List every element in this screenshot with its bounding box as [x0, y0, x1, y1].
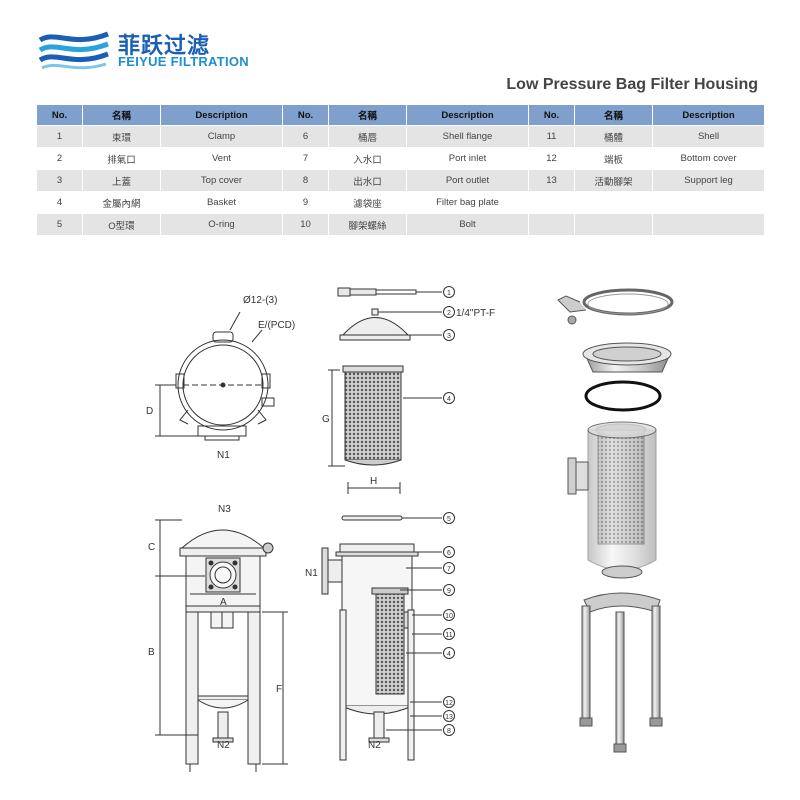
vent-part	[337, 287, 442, 297]
callout-circle	[443, 710, 455, 722]
table-cell-no-2: 7	[282, 147, 329, 170]
exploded-render	[557, 288, 674, 753]
hole-label: Ø12-(3)	[243, 295, 277, 306]
dim-b-label: B	[148, 647, 155, 658]
callout-circle	[443, 584, 455, 596]
callout-circle	[443, 562, 455, 574]
dim-d-label: D	[146, 406, 153, 417]
callout-number: 13	[445, 714, 453, 721]
brand-logo: 菲跃过滤 FEIYUE FILTRATION	[38, 28, 278, 76]
table-cell-desc-2: Filter bag plate	[406, 191, 529, 214]
table-cell-desc-1: Vent	[160, 147, 283, 170]
basket-part	[328, 365, 442, 494]
table-cell-name-2: 入水口	[328, 147, 407, 170]
table-cell-desc-1: Basket	[160, 191, 283, 214]
table-cell-desc-3	[652, 213, 765, 236]
callout-number: 5	[447, 516, 451, 523]
callout-number: 4	[447, 396, 451, 403]
table-cell-name-1: 排氣口	[82, 147, 161, 170]
dim-a-label: A	[220, 597, 227, 608]
wave-logo-icon	[38, 31, 109, 70]
callout-number: 2	[447, 310, 451, 317]
table-cell-no-2: 9	[282, 191, 329, 214]
dim-h-label: H	[370, 476, 377, 487]
callout-circle	[443, 546, 455, 558]
callout-number: 8	[447, 728, 451, 735]
n2-left-label: N2	[217, 740, 230, 751]
table-cell-no-3	[528, 213, 575, 236]
brand-name-cn: 菲跃过滤	[118, 34, 211, 59]
table-cell-desc-3: Support leg	[652, 169, 765, 192]
table-cell-no-2: 8	[282, 169, 329, 192]
oring-part	[341, 515, 442, 521]
table-cell-no-2: 10	[282, 213, 329, 236]
table-cell-desc-1: Clamp	[160, 125, 283, 148]
table-cell-desc-3: Bottom cover	[652, 147, 765, 170]
callout-circle	[443, 647, 455, 659]
table-cell-name-1: 束環	[82, 125, 161, 148]
front-view	[155, 519, 288, 772]
n1-top-label: N1	[217, 450, 230, 461]
table-cell-name-2: 濾袋座	[328, 191, 407, 214]
top-view	[155, 311, 275, 441]
table-cell-desc-1: Top cover	[160, 169, 283, 192]
table-cell-name-3	[574, 213, 653, 236]
callout-circle	[443, 696, 455, 708]
callout-number: 12	[445, 700, 453, 707]
table-cell-desc-1: O-ring	[160, 213, 283, 236]
parts-table: No. 名稱 Description No. 名稱 Description No…	[36, 104, 765, 236]
callout-number: 10	[445, 613, 453, 620]
callout-number: 1	[447, 290, 451, 297]
callout-number: 7	[447, 566, 451, 573]
table-cell-desc-2: Bolt	[406, 213, 529, 236]
dim-f-label: F	[276, 684, 282, 695]
table-cell-name-2: 出水口	[328, 169, 407, 192]
dim-c-label: C	[148, 542, 155, 553]
table-cell-name-3: 桶體	[574, 125, 653, 148]
header-no-3: No.	[528, 104, 575, 126]
callout-circle	[443, 329, 455, 341]
page-title: Low Pressure Bag Filter Housing	[506, 76, 758, 93]
table-cell-desc-2: Port inlet	[406, 147, 529, 170]
callout-circle	[443, 286, 455, 298]
callout-circle	[443, 628, 455, 640]
callout-circle	[443, 392, 455, 404]
n1-side-label: N1	[305, 568, 318, 579]
callout-number: 4	[447, 651, 451, 658]
table-cell-desc-2: Shell flange	[406, 125, 529, 148]
table-cell-desc-3	[652, 191, 765, 214]
table-cell-no-1: 5	[36, 213, 83, 236]
thread-label: 1/4"PT-F	[456, 308, 495, 319]
table-cell-name-1: O型環	[82, 213, 161, 236]
callout-number: 11	[445, 632, 452, 639]
table-cell-no-1: 4	[36, 191, 83, 214]
callout-number: 3	[447, 333, 451, 340]
n3-label: N3	[218, 504, 231, 515]
table-cell-name-2: 腳架螺絲	[328, 213, 407, 236]
brand-name-en: FEIYUE FILTRATION	[118, 54, 249, 69]
callout-number: 9	[447, 588, 451, 595]
callout-circle	[443, 609, 455, 621]
side-view	[321, 543, 442, 761]
header-name-2: 名稱	[328, 104, 407, 126]
table-cell-no-1: 1	[36, 125, 83, 148]
table-cell-name-3: 活動腳架	[574, 169, 653, 192]
table-cell-no-3	[528, 191, 575, 214]
top-cover-part	[339, 308, 442, 341]
pcd-label: E/(PCD)	[258, 320, 295, 331]
header-desc-3: Description	[652, 104, 765, 126]
header-no-2: No.	[282, 104, 329, 126]
callout-number: 6	[447, 550, 451, 557]
callout-circle	[443, 512, 455, 524]
callout-circle	[443, 724, 455, 736]
callout-circle	[443, 306, 455, 318]
n2-side-label: N2	[368, 740, 381, 751]
dim-g-label: G	[322, 414, 330, 425]
